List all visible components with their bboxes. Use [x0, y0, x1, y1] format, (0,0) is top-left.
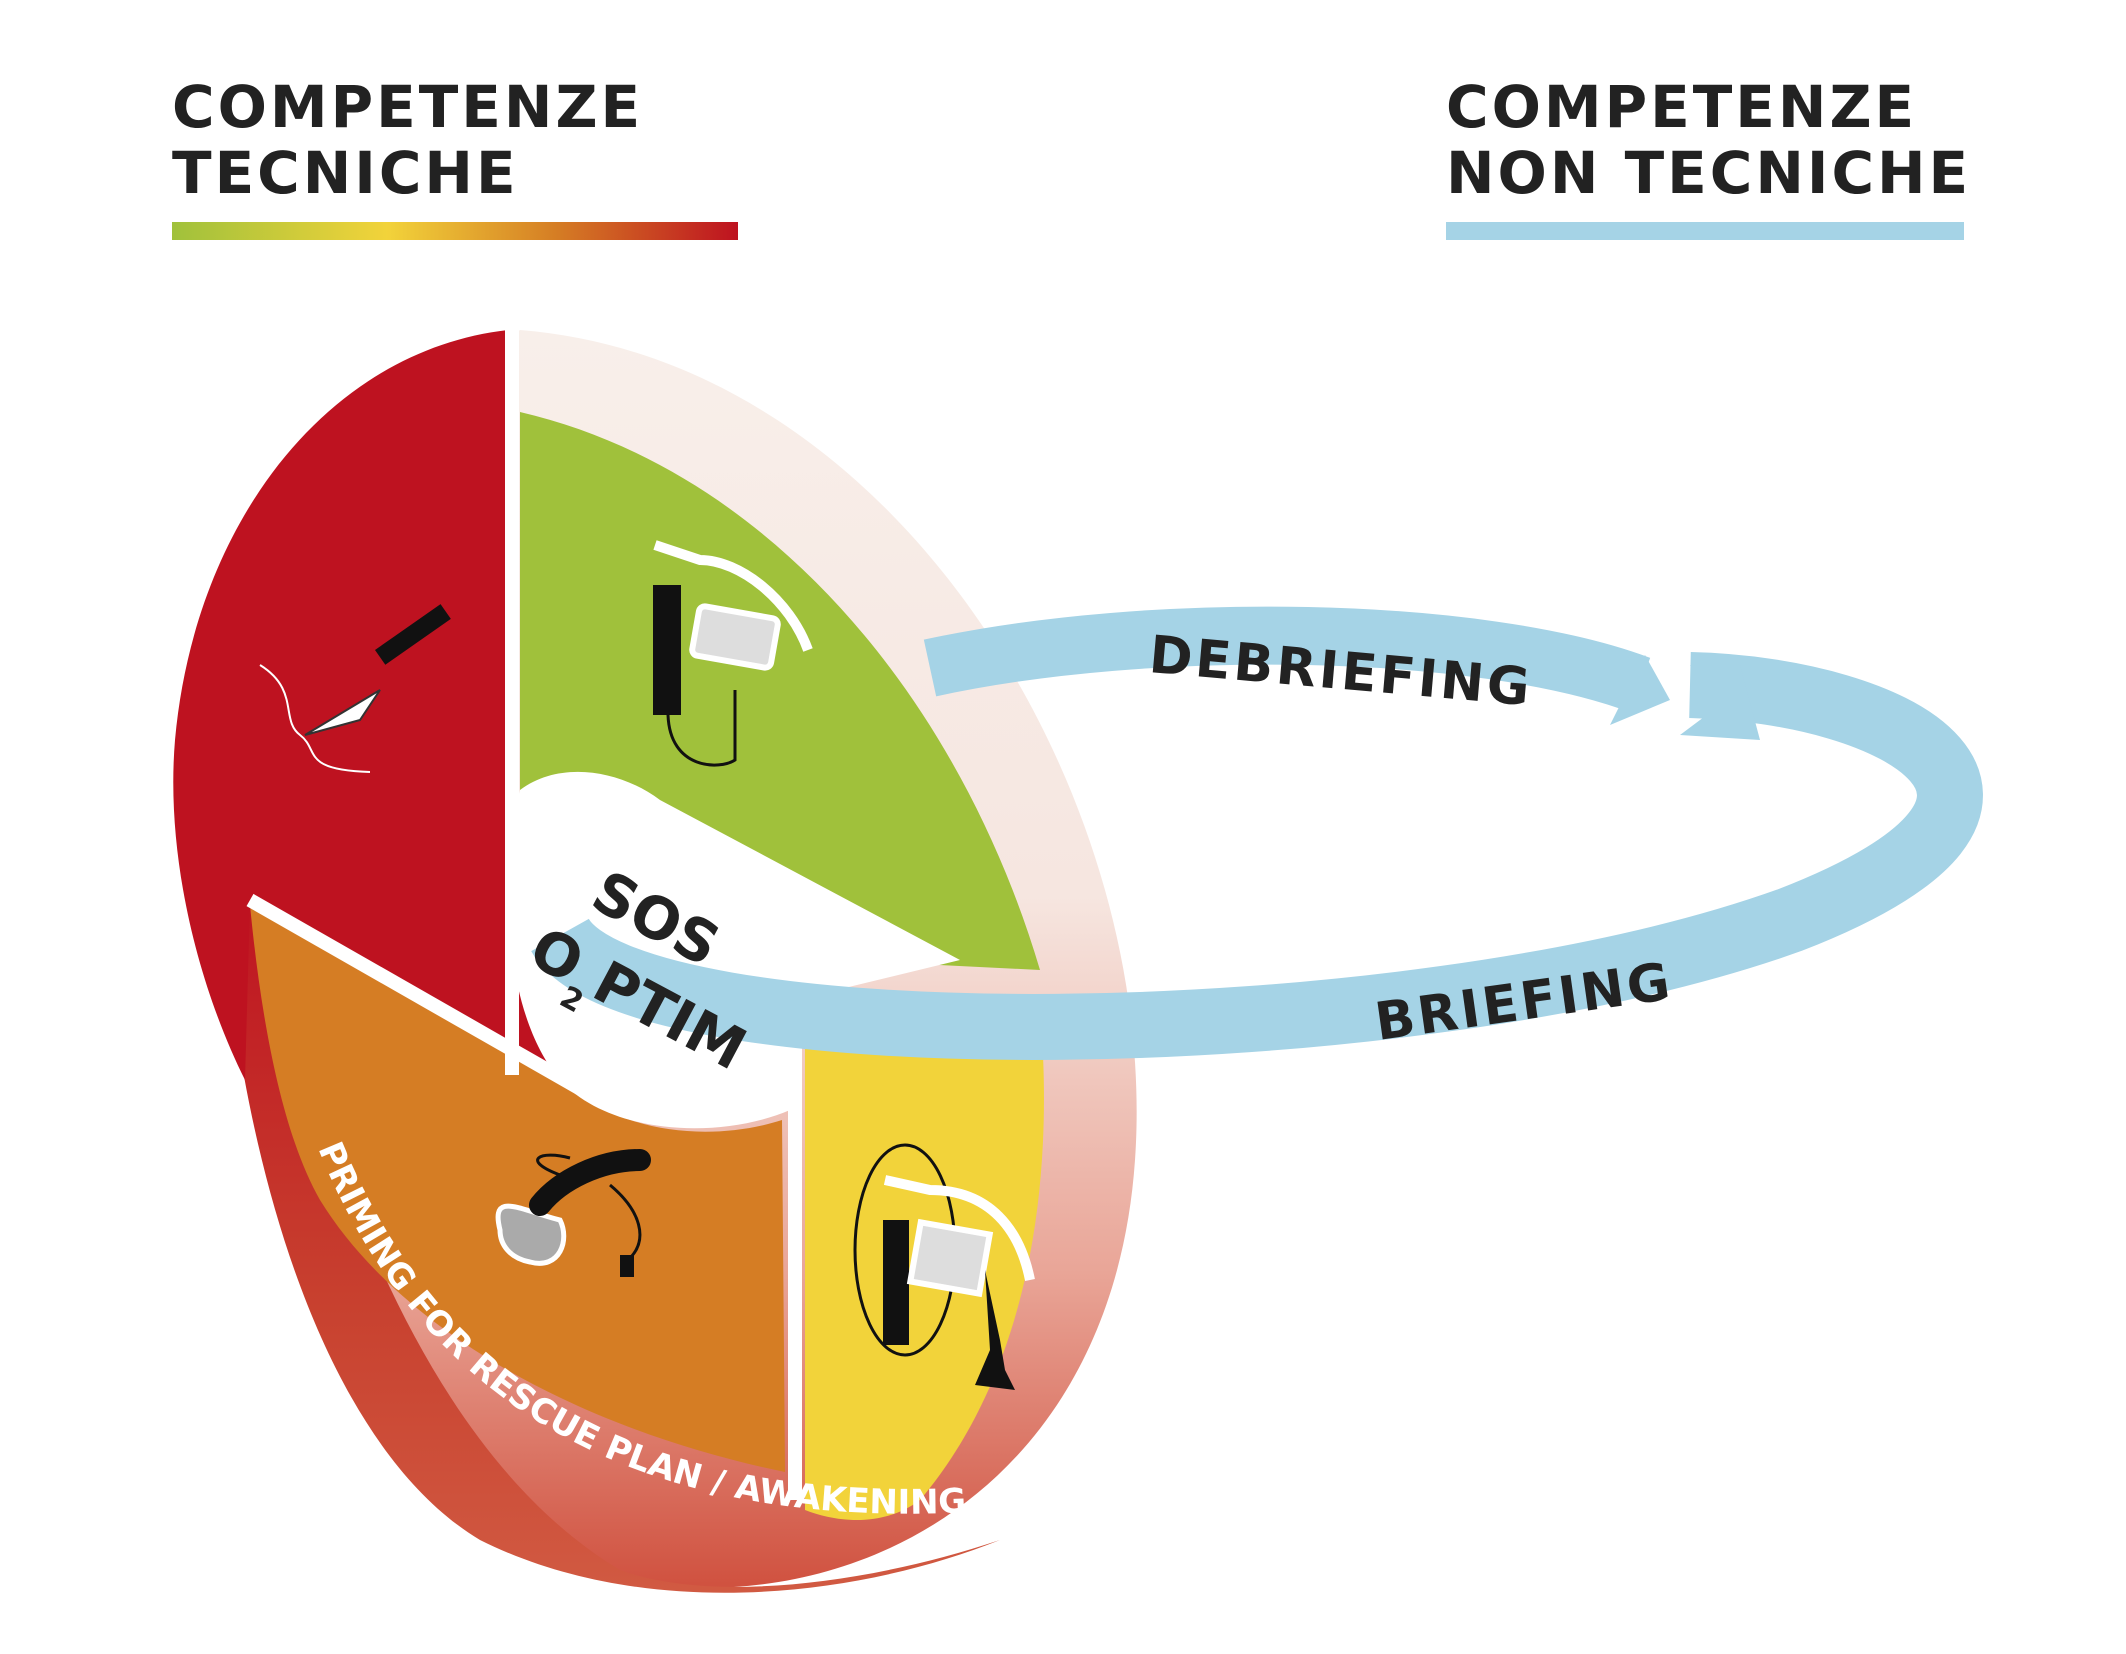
scalpel-icon — [259, 604, 451, 773]
fibreoptic-laryngoscope-icon — [853, 1143, 1035, 1390]
non-technical-blue-bar — [1446, 222, 1964, 240]
heading-technical-line1: COMPETENZE — [172, 73, 644, 141]
loop-arrowhead — [1610, 655, 1670, 725]
loop-top-arc — [923, 606, 1651, 713]
heading-technical-line2: TECNICHE — [172, 139, 519, 207]
loop-front-arc — [531, 652, 1983, 1060]
quadrant-orange — [250, 905, 785, 1472]
heading-technical-skills: COMPETENZE TECNICHE — [172, 74, 643, 206]
technical-gradient-bar — [172, 222, 738, 240]
supraglottic-airway-icon — [495, 1149, 651, 1277]
videolaryngoscope-icon — [653, 540, 813, 767]
heading-non-technical-line1: COMPETENZE — [1446, 73, 1918, 141]
heading-non-technical-line2: NON TECNICHE — [1446, 139, 1972, 207]
heading-non-technical-skills: COMPETENZE NON TECNICHE — [1446, 74, 1971, 206]
disk-face — [173, 330, 1044, 1520]
quadrant-red — [173, 330, 590, 1090]
center-hub — [508, 771, 960, 1129]
